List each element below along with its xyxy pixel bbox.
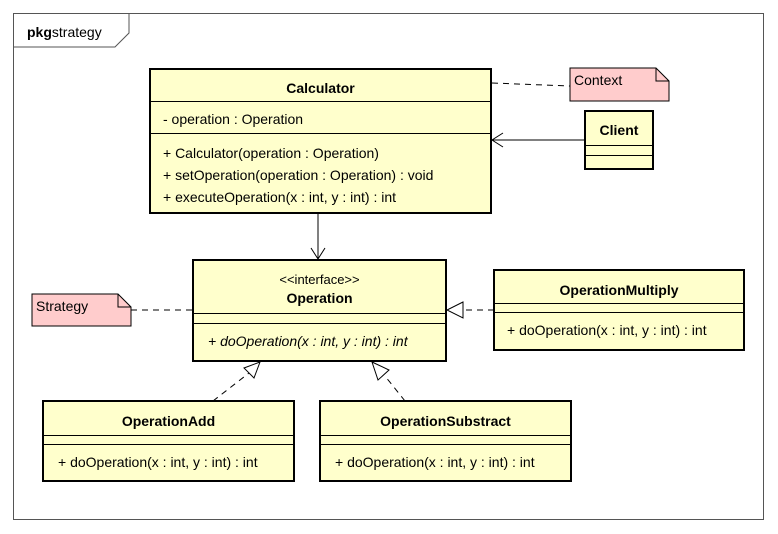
package-tab xyxy=(13,13,130,48)
calculator-attributes: - operation : Operation xyxy=(151,101,490,133)
operation-substract-operations: + doOperation(x : int, y : int) : int xyxy=(321,444,570,473)
operation-add-method: + doOperation(x : int, y : int) : int xyxy=(58,454,258,470)
substract-realization xyxy=(384,375,406,402)
operation-substract-method: + doOperation(x : int, y : int) : int xyxy=(335,454,535,470)
calculator-operations: + Calculator(operation : Operation) + se… xyxy=(151,133,490,208)
class-operation-multiply: OperationMultiply + doOperation(x : int,… xyxy=(493,269,745,351)
note-context-text: Context xyxy=(574,72,623,88)
operation-multiply-name: OperationMultiply xyxy=(559,282,679,298)
class-client: Client xyxy=(584,110,654,170)
operation-name: Operation xyxy=(286,290,353,306)
operation-multiply-attributes xyxy=(495,303,743,312)
package-name: strategy xyxy=(51,24,102,40)
operation-multiply-operations: + doOperation(x : int, y : int) : int xyxy=(495,312,743,341)
package-frame xyxy=(13,13,764,520)
operation-add-attributes xyxy=(44,435,293,444)
package-keyword: pkg xyxy=(27,24,52,40)
operation-add-operations: + doOperation(x : int, y : int) : int xyxy=(44,444,293,473)
operation-multiply-method: + doOperation(x : int, y : int) : int xyxy=(507,322,707,338)
calculator-attribute: - operation : Operation xyxy=(163,111,304,127)
operation-stereotype: <<interface>> xyxy=(279,272,360,287)
client-operations xyxy=(586,155,652,168)
note-strategy-text: Strategy xyxy=(36,298,89,314)
note-strategy: Strategy xyxy=(32,296,118,322)
class-operation-substract: OperationSubstract + doOperation(x : int… xyxy=(319,400,572,482)
operation-attributes xyxy=(194,313,445,323)
operation-substract-attributes xyxy=(321,435,570,444)
class-calculator: Calculator - operation : Operation + Cal… xyxy=(149,68,492,214)
calculator-operation: + executeOperation(x : int, y : int) : i… xyxy=(163,189,397,205)
operation-substract-name: OperationSubstract xyxy=(380,413,511,429)
operation-header: <<interface>> Operation xyxy=(194,261,445,313)
client-attributes xyxy=(586,145,652,155)
calculator-operation: + setOperation(operation : Operation) : … xyxy=(163,167,434,183)
note-strategy-shape xyxy=(31,293,132,327)
add-realization xyxy=(212,372,250,402)
calculator-operation: + Calculator(operation : Operation) xyxy=(163,145,379,161)
operation-method: + doOperation(x : int, y : int) : int xyxy=(208,333,408,349)
context-anchor xyxy=(491,82,571,87)
operation-add-name: OperationAdd xyxy=(121,413,216,429)
client-name: Client xyxy=(599,122,639,138)
operation-operations: + doOperation(x : int, y : int) : int xyxy=(194,323,445,352)
class-operation-add: OperationAdd + doOperation(x : int, y : … xyxy=(42,400,295,482)
note-context: Context xyxy=(570,70,656,96)
package-label: pkgstrategy xyxy=(27,24,102,40)
interface-operation: <<interface>> Operation + doOperation(x … xyxy=(192,259,447,362)
calculator-name: Calculator xyxy=(286,80,355,96)
note-context-shape xyxy=(569,67,670,102)
